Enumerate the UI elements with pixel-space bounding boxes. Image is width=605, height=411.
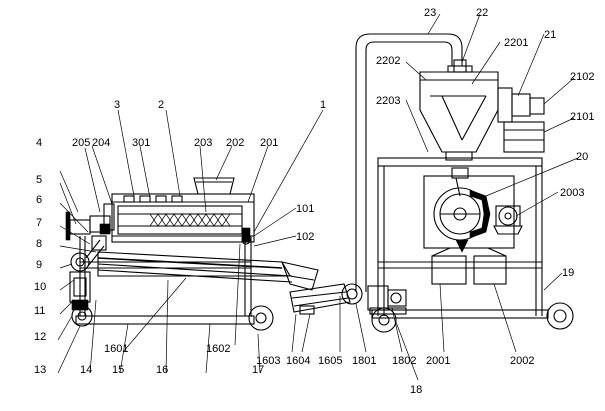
label-301: 301 [132, 137, 150, 149]
label-2003: 2003 [560, 187, 584, 199]
label-1603: 1603 [256, 355, 280, 367]
label-2202: 2202 [376, 55, 400, 67]
label-6: 6 [36, 194, 42, 206]
label-2102: 2102 [570, 71, 594, 83]
right-rear-wheel [547, 303, 573, 329]
label-3: 3 [114, 99, 120, 111]
label-1605: 1605 [318, 355, 342, 367]
label-5: 5 [36, 174, 42, 186]
label-22: 22 [476, 7, 488, 19]
inclined-conveyor [98, 252, 362, 314]
label-205: 205 [72, 137, 90, 149]
label-1602: 1602 [206, 343, 230, 355]
label-1604: 1604 [286, 355, 310, 367]
label-4: 4 [36, 137, 42, 149]
label-1: 1 [320, 99, 326, 111]
label-2001: 2001 [426, 355, 450, 367]
label-16: 16 [156, 364, 168, 376]
pipe-23 [356, 34, 462, 292]
label-102: 102 [296, 231, 314, 243]
label-2101: 2101 [570, 111, 594, 123]
cyclone-hopper [420, 60, 498, 160]
label-2002: 2002 [510, 355, 534, 367]
drum-box [424, 168, 514, 252]
label-101: 101 [296, 203, 314, 215]
label-8: 8 [36, 238, 42, 250]
label-15: 15 [112, 364, 124, 376]
label-7: 7 [36, 217, 42, 229]
label-21: 21 [544, 29, 556, 41]
label-1802: 1802 [392, 355, 416, 367]
label-11: 11 [34, 305, 45, 317]
label-19: 19 [562, 267, 574, 279]
label-2201: 2201 [504, 37, 528, 49]
blower [498, 88, 544, 152]
outlet-chutes [432, 248, 506, 284]
label-10: 10 [34, 281, 46, 293]
label-202: 202 [226, 137, 244, 149]
label-14: 14 [80, 364, 92, 376]
label-2203: 2203 [376, 95, 400, 107]
leader-lines [58, 14, 578, 380]
left-base-frame [76, 236, 254, 324]
label-12: 12 [34, 331, 46, 343]
left-machine [66, 178, 362, 330]
label-20: 20 [576, 151, 588, 163]
label-23: 23 [424, 7, 436, 19]
drum-motor [494, 206, 522, 234]
label-1801: 1801 [352, 355, 376, 367]
label-13: 13 [34, 364, 46, 376]
label-203: 203 [194, 137, 212, 149]
label-9: 9 [36, 259, 42, 271]
middle-wheel [249, 306, 273, 330]
label-201: 201 [260, 137, 278, 149]
left-bracket [66, 212, 110, 250]
label-204: 204 [92, 137, 110, 149]
label-2: 2 [158, 99, 164, 111]
label-1601: 1601 [104, 343, 128, 355]
label-18: 18 [410, 384, 422, 396]
